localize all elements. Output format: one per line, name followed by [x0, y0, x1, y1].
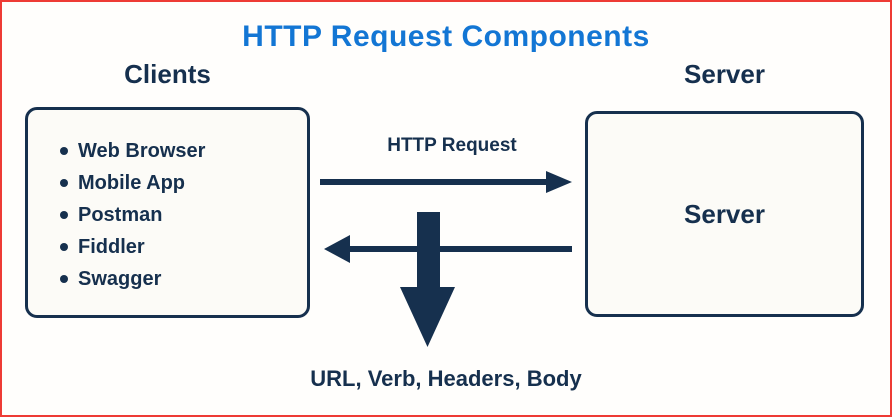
page-title: HTTP Request Components	[242, 20, 650, 53]
client-item-swagger: Swagger	[60, 263, 307, 295]
request-components-label: URL, Verb, Headers, Body	[310, 366, 582, 391]
client-list: Web Browser Mobile App Postman Fiddler S…	[28, 135, 307, 295]
request-components-arrow-icon	[400, 212, 455, 347]
arrows-layer	[320, 171, 572, 347]
http-request-arrow-icon	[320, 171, 572, 193]
server-box-label: Server	[684, 198, 765, 229]
clients-box: Web Browser Mobile App Postman Fiddler S…	[25, 107, 310, 318]
client-item-web-browser: Web Browser	[60, 135, 307, 167]
client-item-mobile-app: Mobile App	[60, 167, 307, 199]
server-heading: Server	[684, 59, 765, 89]
client-item-fiddler: Fiddler	[60, 231, 307, 263]
server-box: Server	[585, 111, 864, 317]
clients-heading: Clients	[124, 59, 211, 89]
http-request-label: HTTP Request	[387, 135, 517, 156]
http-response-arrow-icon	[324, 235, 572, 263]
client-item-postman: Postman	[60, 199, 307, 231]
